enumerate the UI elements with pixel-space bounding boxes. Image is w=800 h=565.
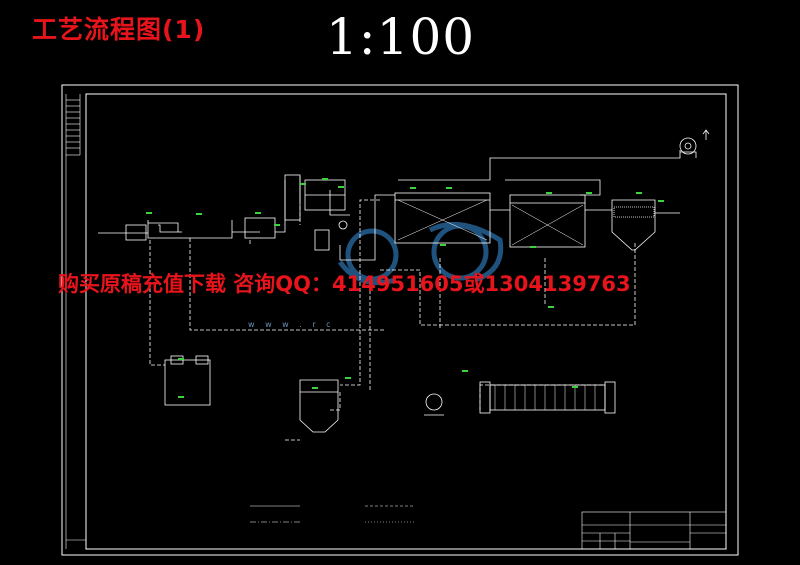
- sludge-pump: [425, 393, 443, 411]
- sludge-thickener: [299, 379, 339, 433]
- equipment: [125, 129, 710, 433]
- watermark-logo: [337, 221, 504, 286]
- settling-tank: [611, 199, 656, 251]
- drawing-title: 工艺流程图(1): [32, 15, 206, 44]
- valve-markers: [146, 178, 664, 398]
- pump-1: [338, 220, 348, 230]
- collection-sump: [244, 217, 276, 239]
- watermark-text: 购买原稿充值下载 咨询QQ：414951605或1304139763: [58, 272, 631, 296]
- outer-frame: [61, 84, 739, 556]
- inner-frame: [85, 93, 727, 550]
- sludge-well: [164, 359, 211, 406]
- scale-label: 1:100: [326, 8, 476, 66]
- legend: [250, 505, 415, 523]
- secondary-bio-tank: [509, 194, 586, 248]
- watermark-site: w w w . r c: [248, 320, 335, 329]
- primary-bio-tank: [394, 192, 491, 244]
- filter-press: [489, 384, 606, 411]
- dashed-lines: [149, 199, 636, 441]
- stripping-tower: [284, 174, 301, 221]
- flow-lines: [98, 150, 681, 261]
- regulating-tank: [147, 220, 233, 239]
- title-block: [581, 511, 727, 550]
- bar-screen: [125, 224, 147, 241]
- binding-strip: [65, 94, 86, 549]
- blower: [679, 137, 697, 155]
